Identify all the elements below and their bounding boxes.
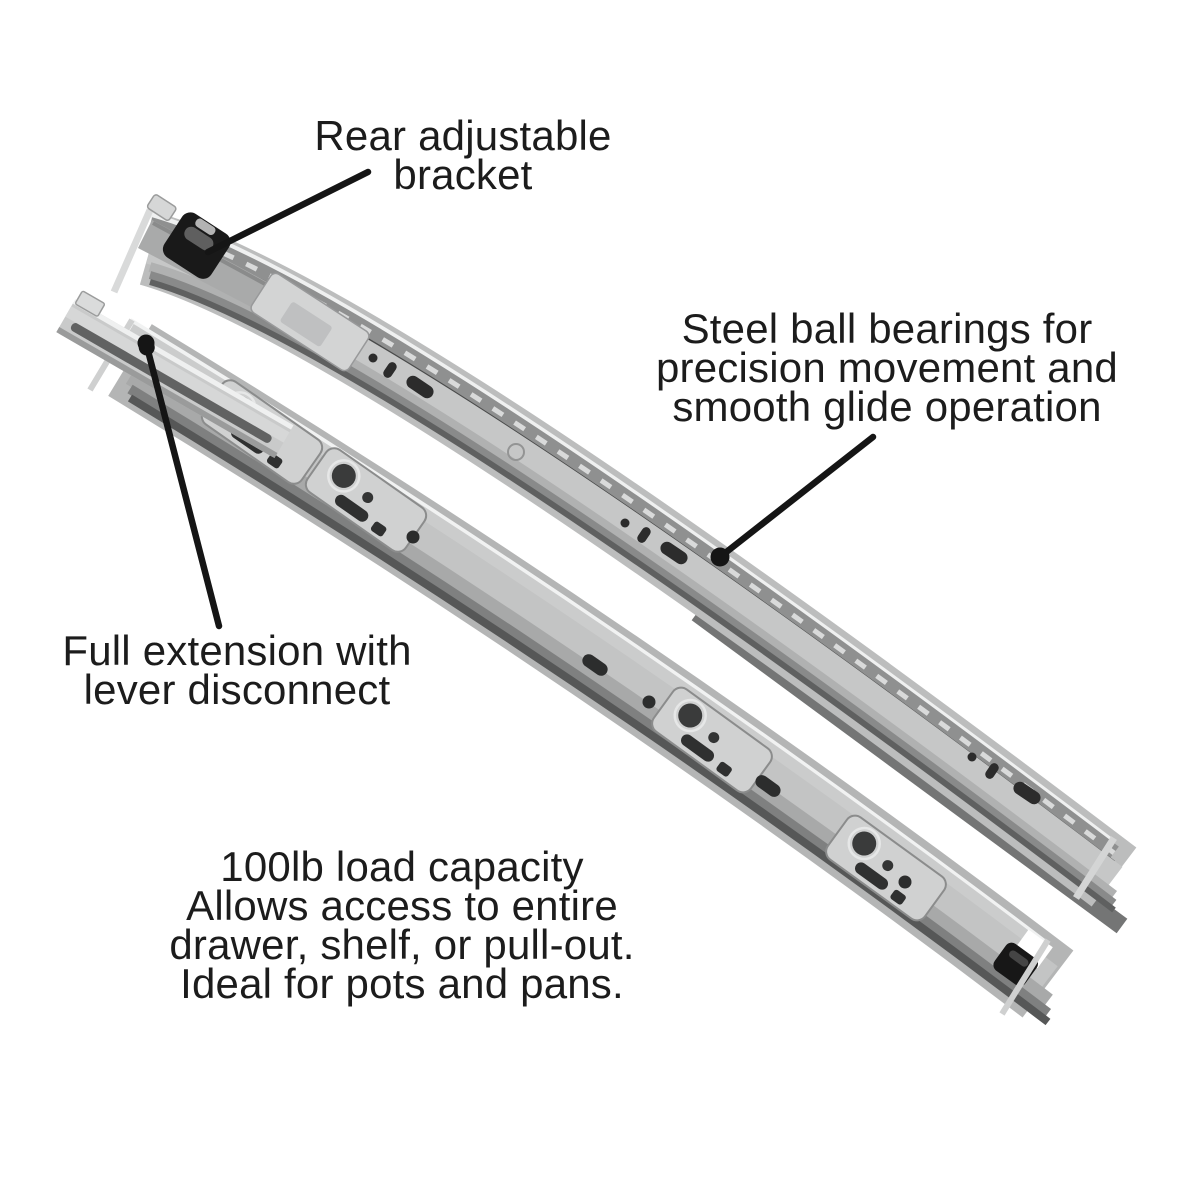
label-line: precision movement and — [656, 344, 1118, 391]
rear-adjustable-bracket — [162, 212, 231, 279]
latch-plate — [250, 272, 370, 372]
callout-line-full-extension — [142, 339, 223, 630]
upper-slide-right-end — [1073, 836, 1117, 900]
callout-dot-full-extension — [137, 334, 155, 352]
label-line: Ideal for pots and pans. — [180, 960, 624, 1007]
front-rail-end-tab — [74, 290, 106, 317]
callout-line-rear-bracket — [204, 168, 372, 256]
callout-line-ball-bearings — [716, 433, 877, 561]
label-full-extension: Full extension with lever disconnect — [17, 627, 457, 713]
label-line: Rear adjustable — [314, 112, 612, 159]
upper-slide-holes — [368, 353, 1041, 805]
callout-dot-ball-bearings — [710, 547, 730, 567]
label-line: Allows access to entire — [186, 882, 618, 929]
label-steel-ball-bearings: Steel ball bearings for precision moveme… — [627, 305, 1147, 430]
stamp-mark — [507, 443, 525, 461]
label-line: drawer, shelf, or pull-out. — [169, 921, 635, 968]
upper-slide-left-end — [110, 208, 154, 294]
ball-bearings — [149, 222, 1116, 855]
mounting-plate — [304, 447, 428, 553]
lower-slide-right-end — [999, 938, 1051, 1016]
front-rail — [56, 290, 294, 459]
drawer-slide-upper — [110, 194, 1137, 934]
label-line: bracket — [393, 151, 533, 198]
label-line: smooth glide operation — [672, 383, 1102, 430]
label-line: 100lb load capacity — [220, 843, 584, 890]
drawer-slide-lower — [56, 290, 1074, 1026]
upper-slide-end-tab — [146, 194, 177, 221]
lower-slide-holes — [406, 530, 912, 889]
label-line: Steel ball bearings for — [681, 305, 1093, 352]
label-line: lever disconnect — [83, 666, 391, 713]
label-line: Full extension with — [62, 627, 412, 674]
label-load-capacity: 100lb load capacity Allows access to ent… — [142, 843, 662, 1007]
mounting-plate — [825, 814, 947, 922]
label-rear-adjustable-bracket: Rear adjustable bracket — [263, 112, 663, 198]
callout-lines — [137, 168, 877, 630]
